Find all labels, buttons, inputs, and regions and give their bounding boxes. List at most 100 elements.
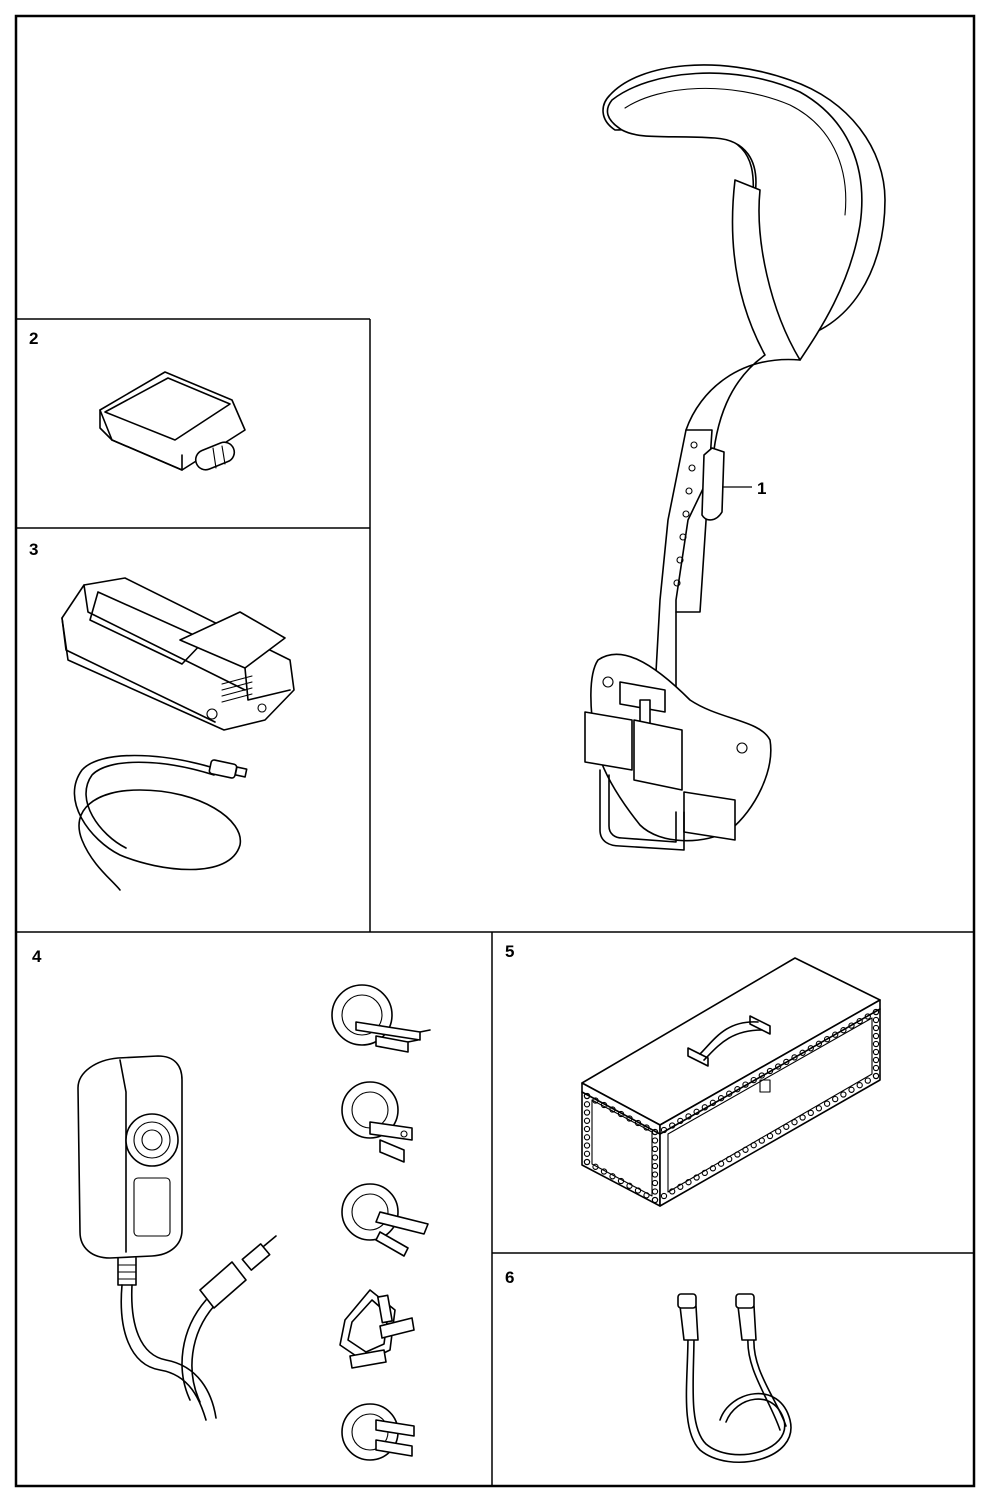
box-rivet bbox=[734, 1086, 741, 1093]
box-rivet bbox=[600, 1168, 608, 1175]
box-rivet bbox=[848, 1022, 855, 1029]
box-rivet bbox=[856, 1082, 863, 1089]
box-rivet bbox=[726, 1155, 733, 1163]
box-rivet bbox=[856, 1017, 863, 1025]
plug-adapter-d bbox=[339, 1289, 415, 1369]
box-rivet bbox=[677, 1183, 684, 1190]
box-rivet bbox=[758, 1072, 765, 1079]
box-rivet bbox=[775, 1128, 782, 1135]
item-number-labels: 1 2 3 4 5 6 bbox=[29, 329, 766, 1287]
box-rivet bbox=[669, 1122, 676, 1129]
box-rivet bbox=[750, 1142, 757, 1149]
box-rivet bbox=[685, 1179, 692, 1186]
plug-adapter-b bbox=[341, 1081, 413, 1163]
box-rivet bbox=[742, 1081, 749, 1088]
box-rivet bbox=[626, 1115, 633, 1122]
part-1-number: 1 bbox=[757, 479, 766, 498]
charger-vent-slots bbox=[221, 675, 253, 703]
battery-pack-drawing bbox=[99, 371, 246, 471]
box-rivet bbox=[651, 1179, 659, 1187]
box-rivet bbox=[617, 1177, 625, 1185]
box-rivet bbox=[807, 1045, 814, 1052]
box-rivet bbox=[832, 1095, 839, 1103]
part-2-number: 2 bbox=[29, 329, 38, 348]
box-rivet bbox=[583, 1158, 591, 1166]
box-rivets bbox=[583, 1008, 880, 1204]
plug-adapter-e bbox=[341, 1403, 415, 1461]
harness-strap-drawing bbox=[584, 64, 886, 851]
box-rivet bbox=[592, 1097, 599, 1104]
box-rivet bbox=[651, 1162, 659, 1170]
extension-cable-drawing bbox=[677, 1293, 792, 1463]
box-rivet bbox=[592, 1163, 599, 1170]
box-rivet bbox=[864, 1013, 871, 1020]
plug-adapter-a bbox=[331, 984, 431, 1053]
box-rivet bbox=[872, 1056, 880, 1064]
box-rivet bbox=[634, 1119, 642, 1127]
box-rivet bbox=[693, 1174, 700, 1181]
part-6-number: 6 bbox=[505, 1268, 514, 1287]
box-rivet bbox=[872, 1032, 880, 1040]
box-rivet bbox=[693, 1108, 700, 1115]
box-rivet bbox=[583, 1125, 591, 1133]
box-rivet bbox=[617, 1110, 625, 1118]
part-4-number: 4 bbox=[32, 947, 42, 966]
box-rivet bbox=[775, 1063, 782, 1070]
box-rivet bbox=[823, 1100, 831, 1107]
box-rivet bbox=[626, 1182, 633, 1189]
box-rivet bbox=[848, 1086, 855, 1093]
box-rivet bbox=[600, 1101, 608, 1109]
box-rivet bbox=[583, 1101, 591, 1108]
box-rivet bbox=[651, 1137, 659, 1144]
box-rivet bbox=[832, 1031, 839, 1038]
plug-adapter-c bbox=[341, 1183, 429, 1257]
box-rivet bbox=[717, 1095, 725, 1102]
box-rivet bbox=[583, 1117, 591, 1124]
power-adapter-drawing bbox=[77, 1055, 277, 1421]
box-rivet bbox=[872, 1064, 880, 1072]
box-rivet bbox=[815, 1105, 823, 1112]
storage-box-drawing bbox=[581, 957, 881, 1207]
box-rivet bbox=[791, 1054, 798, 1061]
box-rivet bbox=[766, 1067, 774, 1075]
box-rivet bbox=[583, 1109, 591, 1116]
box-rivet bbox=[651, 1196, 659, 1204]
strap-adjustment-holes bbox=[673, 441, 698, 587]
box-rivet bbox=[583, 1134, 591, 1141]
box-rivet bbox=[726, 1090, 733, 1097]
box-rivet bbox=[872, 1008, 880, 1016]
box-rivet bbox=[583, 1142, 591, 1149]
box-rivet bbox=[815, 1040, 823, 1047]
box-rivet bbox=[734, 1151, 741, 1158]
box-rivet bbox=[701, 1104, 708, 1111]
box-rivet bbox=[669, 1188, 676, 1195]
box-rivet bbox=[660, 1126, 668, 1134]
box-rivet bbox=[766, 1132, 774, 1140]
battery-charger-drawing bbox=[61, 577, 295, 891]
box-rivet bbox=[783, 1123, 790, 1130]
box-rivet bbox=[872, 1048, 880, 1056]
box-rivet bbox=[840, 1027, 847, 1034]
box-rivet bbox=[660, 1192, 668, 1200]
box-rivet bbox=[807, 1109, 814, 1117]
box-rivet bbox=[872, 1072, 880, 1080]
box-rivet bbox=[609, 1173, 616, 1180]
box-rivet bbox=[701, 1169, 708, 1177]
box-rivet bbox=[791, 1119, 798, 1126]
box-rivet bbox=[583, 1150, 591, 1157]
box-rivet bbox=[872, 1040, 880, 1048]
box-rivet bbox=[677, 1117, 684, 1125]
box-rivet bbox=[651, 1145, 659, 1153]
box-rivet bbox=[634, 1187, 642, 1194]
box-rivet bbox=[823, 1036, 831, 1043]
box-rivet bbox=[709, 1165, 717, 1172]
box-rivet bbox=[651, 1154, 659, 1161]
box-rivet bbox=[651, 1188, 659, 1195]
part-5-number: 5 bbox=[505, 942, 514, 961]
diagram-frame bbox=[14, 14, 976, 1488]
box-rivet bbox=[651, 1171, 659, 1178]
box-rivet bbox=[643, 1124, 650, 1131]
box-rivet bbox=[872, 1016, 880, 1024]
box-rivet bbox=[651, 1128, 659, 1136]
